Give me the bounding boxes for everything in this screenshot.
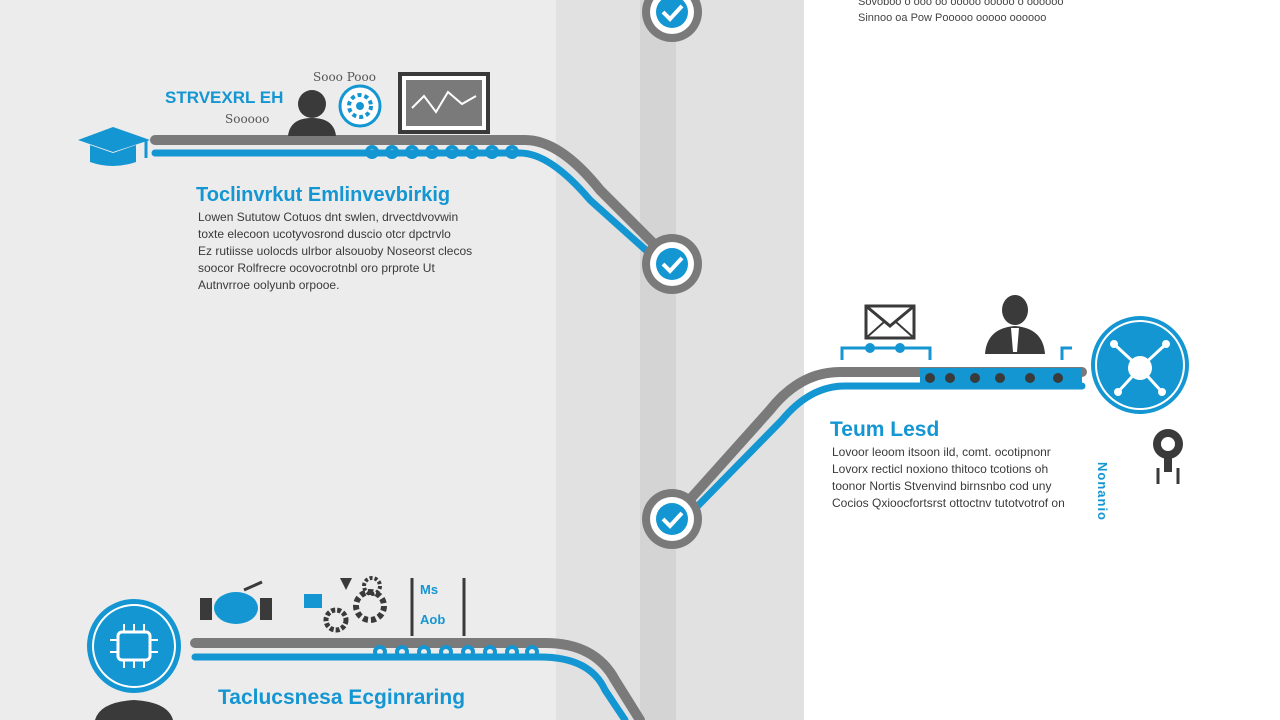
center-band: [556, 0, 806, 720]
person-icon: [288, 90, 336, 136]
businessman-icon: [985, 295, 1045, 354]
milestone-3-header-label-b: Aob: [420, 612, 446, 627]
node-middle-icon: [642, 234, 702, 294]
track-3-links: [373, 645, 539, 659]
milestone-1-track: [150, 135, 677, 274]
milestone-2-side-label: Nonanio: [1095, 462, 1110, 521]
handshake-icon: [200, 580, 272, 624]
milestone-2-body-line: toonor Nortis Stvenvind birnsnbo cod uny: [832, 479, 1052, 493]
right-panel: [804, 0, 1280, 720]
center-spine: [640, 0, 676, 720]
milestone-2-body-line: Lovoor leoom itsoon ild, comt. ocotipnon…: [832, 445, 1051, 459]
milestone-1-header-label: STRVEXRL EH: [165, 88, 284, 107]
graduation-cap-icon: [78, 127, 150, 166]
milestone-1-body-line: Autnvrroe oolyunb orpooe.: [198, 278, 340, 292]
milestone-2-track: [671, 343, 1087, 524]
milestone-3-title: Taclucsnesa Ecginraring: [218, 686, 466, 709]
milestone-1-body-line: Ez rutiisse uolocds ulrbor alsouoby Nose…: [198, 244, 473, 258]
node-lower-icon: [642, 489, 702, 549]
track-1-links: [365, 145, 519, 159]
chart-monitor-icon: [398, 72, 490, 134]
top-right-line-1: Sovoboo o ooo oo ooooo ooooo o oooooo: [858, 0, 1064, 8]
gears-icon: [304, 576, 387, 633]
milestone-1-body-line: toxte elecoon ucotyvosrond duscio otcr d…: [198, 227, 451, 241]
milestone-1-header-sub-b: Sooooo: [225, 112, 270, 126]
milestone-2-body-line: Cocios Qxioocfortsrst ottoctnv tutotvotr…: [832, 496, 1065, 510]
gear-badge-icon: [338, 84, 382, 128]
location-pin-icon: [1153, 429, 1183, 484]
track-2-links: [920, 368, 1082, 388]
network-badge-icon: [1091, 316, 1189, 414]
milestone-1-title: Toclinvrkut Emlinvevbirkig: [196, 184, 451, 206]
milestone-3-header-label-a: Ms: [420, 582, 439, 597]
node-top-icon: [642, 0, 702, 42]
circuit-badge-icon: [87, 599, 181, 720]
document-icon: [410, 578, 466, 636]
milestone-1-header-sub-a: Sooo Pooo: [313, 70, 376, 84]
milestone-3-track: [190, 638, 645, 720]
top-right-line-2: Sinnoo oa Pow Pooooo ooooo oooooo: [858, 12, 1047, 24]
milestone-1-body-line: Lowen Sututow Cotuos dnt swlen, drvectdv…: [198, 210, 459, 224]
milestone-2-title: Teum Lesd: [830, 418, 940, 441]
envelope-icon: [864, 304, 916, 340]
milestone-2-body-line: Lovorx recticl noxiono thitoco tcotions …: [832, 462, 1049, 476]
milestone-1-body-line: soocor Rolfrecre ocovocrotnbl oro prprot…: [198, 261, 435, 275]
